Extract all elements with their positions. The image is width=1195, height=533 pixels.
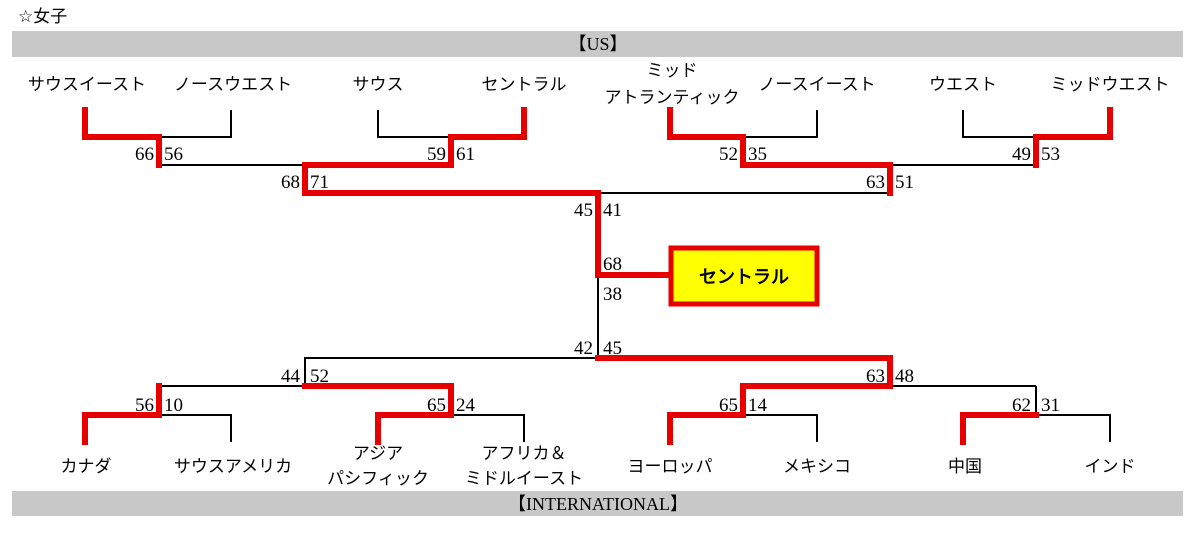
bracket-lines-losing: [159, 110, 1111, 442]
team-label: メキシコ: [783, 457, 851, 477]
team-label: アトランティック: [605, 88, 740, 108]
score: 10: [164, 395, 183, 416]
team-label: ノースウエスト: [174, 75, 292, 95]
team-label: ヨーロッパ: [628, 457, 713, 477]
score: 14: [748, 395, 768, 416]
team-label: ミッド: [647, 61, 698, 81]
score: 61: [456, 144, 475, 165]
team-label: インド: [1085, 457, 1136, 477]
score: 56: [164, 144, 183, 165]
score: 35: [748, 144, 767, 165]
team-label: パシフィック: [327, 469, 429, 489]
score: 38: [603, 284, 622, 305]
score: 51: [895, 172, 914, 193]
team-label: セントラル: [482, 75, 567, 95]
international-section-bar: [12, 491, 1183, 516]
score: 44: [281, 366, 301, 387]
team-label: ミドルイースト: [465, 469, 583, 489]
team-label: ウエスト: [929, 75, 997, 95]
team-label: アフリカ＆: [482, 444, 567, 464]
team-label: アジア: [353, 444, 403, 464]
score: 66: [135, 144, 154, 165]
score: 65: [719, 395, 738, 416]
score: 45: [603, 338, 622, 359]
score: 42: [574, 338, 593, 359]
bracket-lines-winning: [82, 107, 1113, 445]
score: 45: [574, 200, 593, 221]
team-label: ミッドウエスト: [1051, 75, 1170, 95]
score: 59: [427, 144, 446, 165]
team-label: サウスアメリカ: [174, 457, 292, 477]
score: 62: [1012, 395, 1031, 416]
score: 63: [866, 172, 885, 193]
score: 56: [135, 395, 154, 416]
score: 52: [310, 366, 329, 387]
score: 41: [603, 200, 622, 221]
page-title: ☆女子: [18, 7, 67, 27]
champion-label: セントラル: [699, 267, 789, 288]
us-section-label: 【US】: [568, 34, 627, 54]
international-section-label: 【INTERNATIONAL】: [508, 494, 688, 514]
us-section-bar: [12, 31, 1183, 57]
score: 63: [866, 366, 885, 387]
team-label: サウス: [353, 75, 404, 95]
scores-international: 42 45 44 52 63 48 56 10 65 24 65 14 62 3…: [135, 338, 1060, 416]
score: 31: [1041, 395, 1060, 416]
score: 48: [895, 366, 914, 387]
champion-box: [668, 245, 820, 307]
score: 52: [719, 144, 738, 165]
team-label: サウスイースト: [28, 75, 146, 95]
scores-us: 66 56 59 61 52 35 49 53 68 71 63 51 45 4…: [135, 144, 1060, 305]
score: 53: [1041, 144, 1060, 165]
score: 49: [1012, 144, 1031, 165]
team-label: 中国: [948, 457, 982, 477]
team-label: カナダ: [61, 457, 112, 477]
team-label: ノースイースト: [758, 75, 875, 95]
score: 65: [427, 395, 446, 416]
score: 24: [456, 395, 476, 416]
score: 71: [310, 172, 329, 193]
score: 68: [281, 172, 300, 193]
score: 68: [603, 254, 622, 275]
